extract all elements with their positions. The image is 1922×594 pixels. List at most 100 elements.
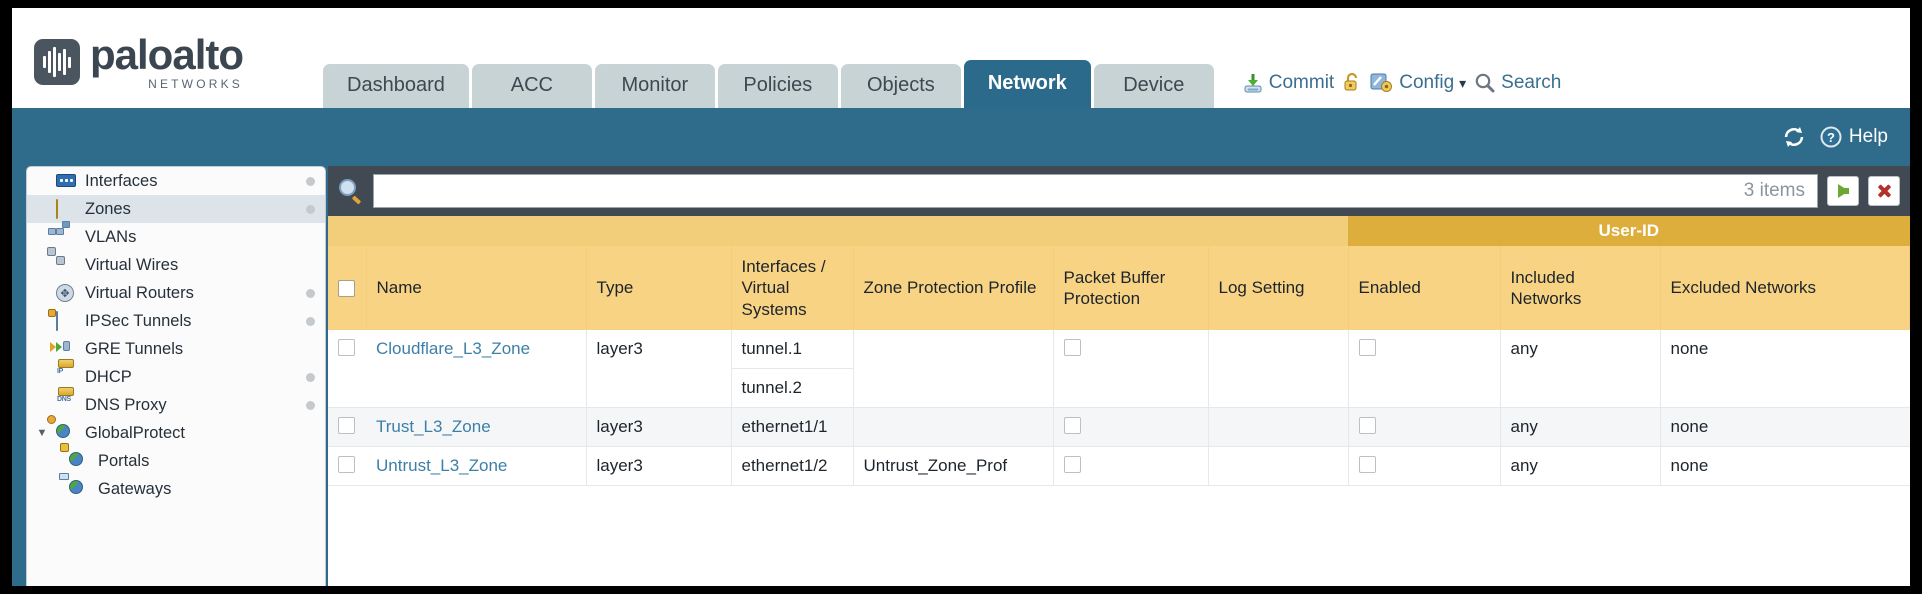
cell-packet-buffer-protection[interactable] (1053, 446, 1209, 486)
select-all-checkbox[interactable] (338, 279, 355, 297)
clear-filter-button[interactable] (1868, 176, 1900, 206)
column-header-included-networks[interactable]: Included Networks (1500, 246, 1661, 330)
packet-buffer-protection-checkbox[interactable] (1063, 456, 1081, 473)
sidebar-item-interfaces[interactable]: Interfaces (27, 167, 325, 195)
sidebar-item-globalprotect[interactable]: ▼ GlobalProtect (27, 415, 325, 447)
sidebar-item-ipsec-tunnels[interactable]: IPSec Tunnels (27, 307, 325, 335)
tab-dashboard[interactable]: Dashboard (323, 64, 469, 108)
sidebar-item-label: GRE Tunnels (85, 339, 184, 358)
gateways-icon (59, 473, 91, 498)
green-arrow-right-icon (1837, 184, 1849, 198)
group-header-user-id: User-ID (1348, 216, 1910, 246)
cell-packet-buffer-protection[interactable] (1053, 407, 1209, 447)
cell-name[interactable]: Cloudflare_L3_Zone (366, 330, 587, 408)
interface-item: tunnel.2 (741, 378, 803, 397)
status-dot (306, 316, 315, 326)
row-select-cell[interactable] (328, 446, 366, 486)
brand-logo: paloalto NETWORKS (12, 31, 244, 108)
column-header-type[interactable]: Type (586, 246, 732, 330)
enabled-checkbox[interactable] (1358, 339, 1376, 356)
column-header-log-setting[interactable]: Log Setting (1208, 246, 1349, 330)
row-select-cell[interactable] (328, 407, 366, 447)
unlocked-padlock-icon (1342, 72, 1362, 94)
tab-network[interactable]: Network (963, 60, 1091, 108)
filter-search-icon[interactable] (338, 178, 364, 205)
cell-name[interactable]: Trust_L3_Zone (366, 407, 587, 447)
tab-objects[interactable]: Objects (840, 64, 961, 108)
cell-enabled[interactable] (1348, 446, 1501, 486)
sidebar-item-dns-proxy[interactable]: DNS DNS Proxy (27, 387, 325, 419)
sidebar-item-zones[interactable]: Zones (27, 195, 325, 223)
tab-monitor[interactable]: Monitor (594, 64, 715, 108)
tab-policies[interactable]: Policies (717, 64, 838, 108)
row-checkbox[interactable] (338, 417, 355, 434)
column-header-name[interactable]: Name (366, 246, 587, 330)
sidebar-item-dhcp[interactable]: IP DHCP (27, 359, 325, 391)
packet-buffer-protection-checkbox[interactable] (1063, 417, 1081, 434)
vlans-icon (48, 221, 78, 246)
sidebar-item-vlans[interactable]: VLANs (27, 221, 325, 251)
column-header-zone-protection-profile[interactable]: Zone Protection Profile (853, 246, 1054, 330)
tab-acc[interactable]: ACC (471, 64, 592, 108)
network-sidebar: Interfaces Zones VLANs Virtual Wires (26, 166, 326, 586)
item-count-label: 3 items (1743, 180, 1805, 201)
refresh-icon[interactable] (1781, 125, 1807, 149)
sidebar-item-virtual-wires[interactable]: Virtual Wires (27, 247, 325, 279)
table-row[interactable]: Trust_L3_Zone layer3 ethernet1/1 (328, 407, 1910, 447)
status-dot (306, 400, 315, 410)
help-button[interactable]: ? Help (1819, 125, 1888, 149)
cell-included-networks: any (1500, 330, 1661, 408)
zones-table-wrapper: User-ID Name Type Interfaces / Virtual S… (328, 216, 1910, 586)
group-spacer (328, 216, 1348, 246)
config-menu-button[interactable]: Config ▾ (1370, 72, 1466, 94)
column-header-packet-buffer-protection[interactable]: Packet Buffer Protection (1053, 246, 1209, 330)
commit-button[interactable]: Commit (1242, 72, 1334, 94)
cell-zone-protection-profile (853, 407, 1054, 447)
row-checkbox[interactable] (338, 339, 355, 356)
apply-filter-button[interactable] (1827, 176, 1859, 206)
cell-packet-buffer-protection[interactable] (1053, 330, 1209, 408)
table-row[interactable]: Untrust_L3_Zone layer3 ethernet1/2 Untru… (328, 446, 1910, 486)
sidebar-item-gre-tunnels[interactable]: GRE Tunnels (27, 335, 325, 363)
enabled-checkbox[interactable] (1358, 417, 1376, 434)
row-checkbox[interactable] (338, 456, 355, 473)
sidebar-item-virtual-routers[interactable]: ✥ Virtual Routers (27, 279, 325, 307)
utility-bar: Commit (1242, 72, 1561, 108)
enabled-checkbox[interactable] (1358, 456, 1376, 473)
cell-enabled[interactable] (1348, 407, 1501, 447)
cell-enabled[interactable] (1348, 330, 1501, 408)
dns-proxy-icon: DNS (56, 387, 78, 414)
column-header-excluded-networks[interactable]: Excluded Networks (1660, 246, 1910, 330)
search-label: Search (1501, 72, 1562, 93)
filter-input[interactable]: 3 items (373, 174, 1818, 208)
zone-name-link[interactable]: Untrust_L3_Zone (376, 456, 508, 475)
virtual-wires-icon (47, 247, 78, 274)
commit-download-icon (1242, 72, 1264, 94)
app-body: Interfaces Zones VLANs Virtual Wires (12, 166, 1910, 586)
zone-name-link[interactable]: Trust_L3_Zone (376, 417, 491, 436)
sidebar-item-portals[interactable]: Portals (27, 443, 325, 475)
cell-log-setting (1208, 446, 1349, 486)
sidebar-item-gateways[interactable]: Gateways (27, 473, 325, 503)
sidebar-item-label: DNS Proxy (85, 395, 167, 414)
table-group-header-row: User-ID (328, 216, 1910, 246)
row-select-cell[interactable] (328, 330, 366, 408)
packet-buffer-protection-checkbox[interactable] (1063, 339, 1081, 356)
content-panel: 3 items (328, 166, 1910, 586)
cell-type: layer3 (586, 407, 732, 447)
paloalto-logo-icon (34, 39, 80, 85)
filter-bar: 3 items (328, 166, 1910, 216)
red-x-icon (1876, 183, 1892, 199)
column-header-enabled[interactable]: Enabled (1348, 246, 1501, 330)
interface-item: tunnel.1 (731, 330, 853, 369)
tab-device[interactable]: Device (1093, 64, 1214, 108)
zone-name-link[interactable]: Cloudflare_L3_Zone (376, 339, 531, 358)
cell-name[interactable]: Untrust_L3_Zone (366, 446, 587, 486)
config-lock-button[interactable] (1342, 72, 1362, 94)
search-button[interactable]: Search (1474, 72, 1561, 94)
column-header-interfaces[interactable]: Interfaces / Virtual Systems (731, 246, 854, 330)
brand-name: paloalto (90, 31, 244, 78)
chevron-down-icon[interactable]: ▼ (36, 427, 48, 439)
globalprotect-icon (47, 415, 78, 442)
select-all-header[interactable] (328, 246, 367, 330)
